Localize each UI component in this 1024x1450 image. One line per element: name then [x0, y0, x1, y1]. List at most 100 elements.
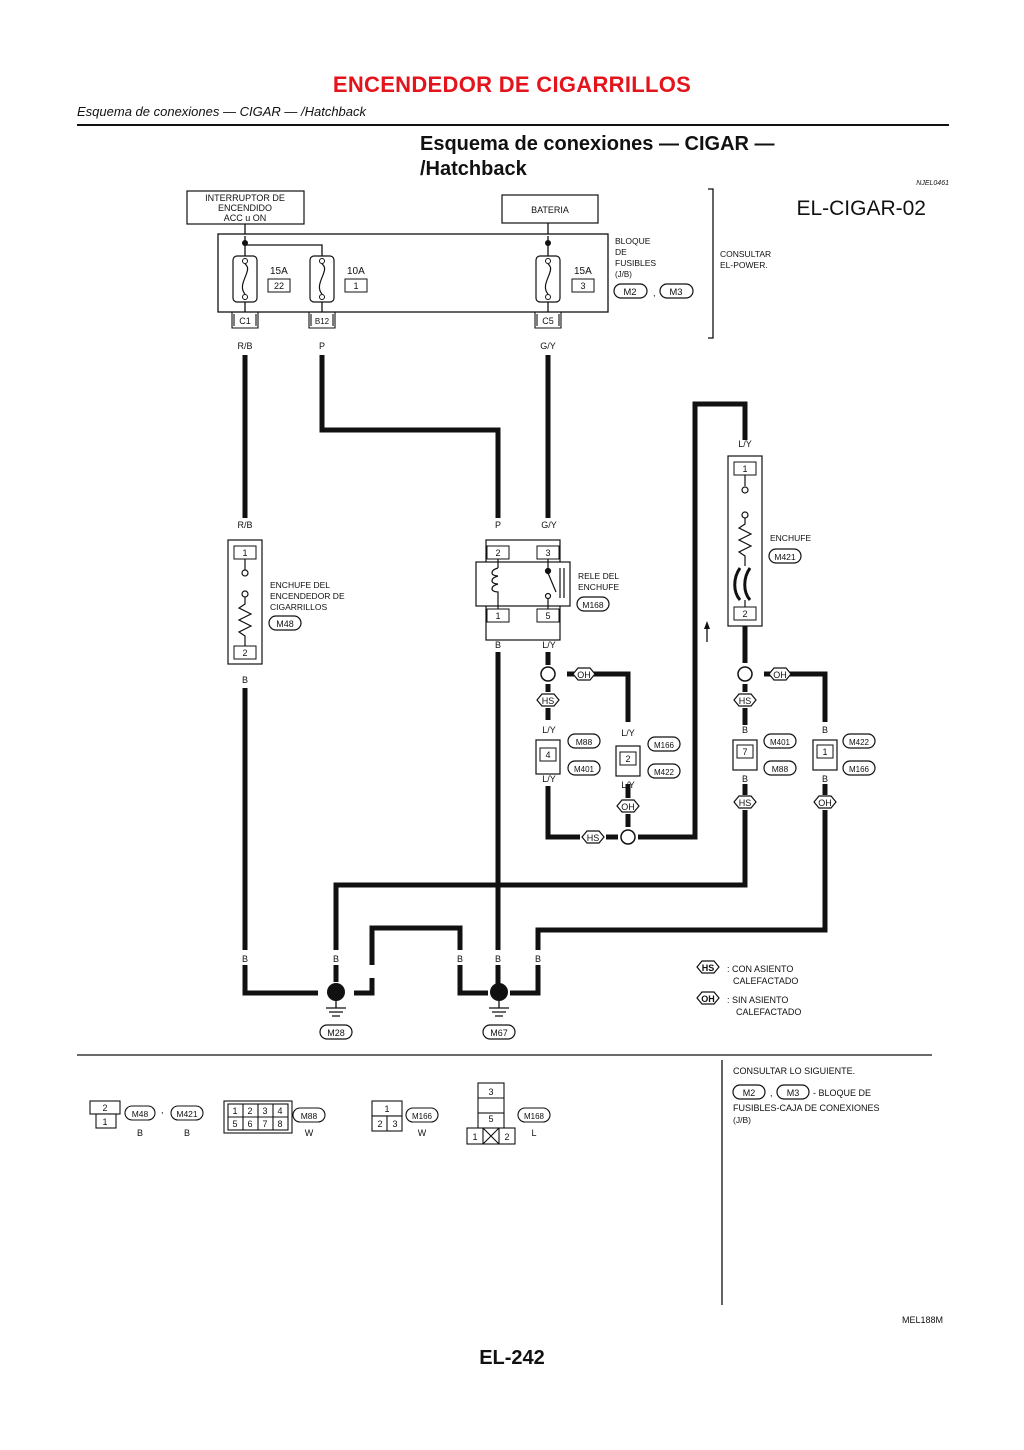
wire-socket-oh-branch [764, 671, 828, 722]
cv3-pin-2: 2 [377, 1119, 382, 1129]
cv1-color-m48: B [137, 1128, 143, 1138]
fuse-1-amps: 10A [347, 266, 365, 277]
cv2-name: M88 [301, 1111, 318, 1121]
wire-label-p-top: P [319, 341, 325, 351]
connector-view-m88: 1 2 3 4 5 6 7 8 M88 W [223, 1100, 326, 1138]
wire-label-b-g4: B [457, 954, 463, 964]
fuse-block-connector-m2: M2 [623, 287, 636, 298]
wire-label-b-g6: B [535, 954, 541, 964]
relay-label-2: ENCHUFE [578, 582, 619, 592]
legend-hs-text-2: CALEFACTADO [733, 976, 798, 986]
wire-b-cross [369, 925, 463, 965]
socket-pin-1: 1 [742, 464, 747, 474]
lighter-pin-1: 1 [242, 548, 247, 558]
cv1-color-m421: B [184, 1128, 190, 1138]
consult-following: CONSULTAR LO SIGUIENTE. M2 , M3 - BLOQUE… [732, 1066, 880, 1125]
consult-desc-2: FUSIBLES-CAJA DE CONEXIONES [733, 1103, 880, 1113]
relay-label-1: RELE DEL [578, 571, 619, 581]
wire-ly-m88-out [545, 786, 580, 840]
cv4-pin-3: 3 [488, 1087, 493, 1097]
wire-label-p: P [495, 520, 501, 530]
legend: HS : CON ASIENTO CALEFACTADO OH : SIN AS… [696, 960, 801, 1017]
fuse-22-number: 22 [274, 281, 284, 291]
accessory-socket: L/Y 1 2 ENCHUFE M421 [704, 439, 811, 642]
connector-view-m168: 3 5 1 2 M168 L [466, 1082, 551, 1145]
wire-label-b-relay: B [495, 640, 501, 650]
ignition-switch-line-1: INTERRUPTOR DE [205, 193, 285, 203]
consult-code-m2: M2 [743, 1088, 756, 1098]
consult-power-2: EL-POWER. [720, 260, 768, 270]
wire-label-rb-top: R/B [237, 341, 252, 351]
joint-m401-b: M401 [770, 738, 791, 747]
fuse-3-number: 3 [580, 281, 585, 291]
relay-pin-3: 3 [545, 548, 550, 558]
m422-pin: 1 [822, 747, 827, 757]
wire-p [319, 355, 501, 518]
page-number: EL-242 [479, 1347, 545, 1369]
option-hs-3: HS [739, 696, 752, 706]
ground-m67: M67 [482, 983, 516, 1040]
header-divider [77, 124, 949, 126]
option-oh-1: OH [577, 670, 591, 680]
cv4-pin-2: 2 [504, 1132, 509, 1142]
relay-pin-1: 1 [495, 611, 500, 621]
relay-side-options: OH HS L/Y 4 M88 M401 L/Y L/Y 2 M166 M422… [535, 666, 681, 845]
fuse-22-amps: 15A [270, 266, 288, 277]
wire-b-cross-3 [457, 965, 488, 996]
connector-view-m48-m421: 2 1 M48 , M421 B B [89, 1100, 204, 1138]
consult-desc-1: - BLOQUE DE [813, 1088, 871, 1098]
diagram-id: EL-CIGAR-02 [796, 197, 926, 220]
fuse-block: 15A 22 10A 1 15A 3 BLOQUE DE FUSIBLES (J… [217, 233, 694, 313]
ref-code: NJEL0461 [916, 180, 949, 187]
wire-label-b-g1: B [242, 954, 248, 964]
ground-m28: M28 [319, 983, 353, 1040]
terminal-c5: C5 [542, 316, 554, 326]
running-head: Esquema de conexiones — CIGAR — /Hatchba… [77, 104, 367, 119]
joint-m422-a: M422 [654, 768, 675, 777]
wire-label-ly-a: L/Y [542, 725, 556, 735]
wire-lighter-ground-b [242, 965, 318, 996]
socket-side-options: OH HS B 7 M401 M88 B HS B 1 M422 M166 B … [732, 666, 876, 809]
terminal-b12: B12 [315, 317, 330, 326]
socket-relay: P G/Y 2 3 1 5 RELE DEL ENCHUFE M168 B L/… [475, 520, 619, 650]
wire-label-ly-c: L/Y [621, 728, 635, 738]
relay-connector: M168 [582, 600, 604, 610]
lighter-label-1: ENCHUFE DEL [270, 580, 330, 590]
cv2-pin-5: 5 [232, 1119, 237, 1129]
lighter-label-2: ENCENDEDOR DE [270, 591, 345, 601]
wire-b-to-m67-r [510, 965, 541, 996]
m166-pin: 2 [625, 754, 630, 764]
cv3-pin-1: 1 [384, 1104, 389, 1114]
cv1-name-m421: M421 [176, 1109, 198, 1119]
legend-oh-text-2: CALEFACTADO [736, 1007, 801, 1017]
legend-oh-text-1: : SIN ASIENTO [727, 995, 788, 1005]
option-hs-1: HS [542, 696, 555, 706]
ground-m28-label: M28 [327, 1028, 345, 1038]
wire-label-b-lighter: B [242, 675, 248, 685]
fuse-3: 15A 3 [535, 255, 595, 303]
wire-label-b-c: B [822, 725, 828, 735]
cv2-pin-8: 8 [277, 1119, 282, 1129]
option-oh-4: OH [818, 798, 832, 808]
wire-label-b-g2: B [333, 954, 339, 964]
fuse-block-label-4: (J/B) [615, 270, 632, 279]
wire-m401-to-ground [333, 810, 748, 950]
cv2-pin-3: 3 [262, 1106, 267, 1116]
lighter-socket: R/B 1 2 ENCHUFE DEL ENCENDEDOR DE CIGARR… [227, 520, 345, 685]
wire-m422-to-ground [535, 810, 828, 950]
terminal-c1: C1 [239, 316, 251, 326]
section-title-line-2: /Hatchback [420, 158, 527, 180]
section-title-line-1: Esquema de conexiones — CIGAR — [420, 133, 775, 155]
fuse-3-amps: 15A [574, 266, 592, 277]
ignition-switch-line-2: ENCENDIDO [218, 203, 272, 213]
socket-label: ENCHUFE [770, 533, 811, 543]
wire-b-cross-2 [354, 978, 375, 996]
cv1-pin-2: 2 [102, 1103, 107, 1113]
cv4-pin-5: 5 [488, 1114, 493, 1124]
lighter-label-3: CIGARRILLOS [270, 602, 327, 612]
fuse-block-label-2: DE [615, 247, 627, 257]
consult-code-m3: M3 [787, 1088, 800, 1098]
cv1-name-m48: M48 [132, 1109, 149, 1119]
cv2-pin-2: 2 [247, 1106, 252, 1116]
